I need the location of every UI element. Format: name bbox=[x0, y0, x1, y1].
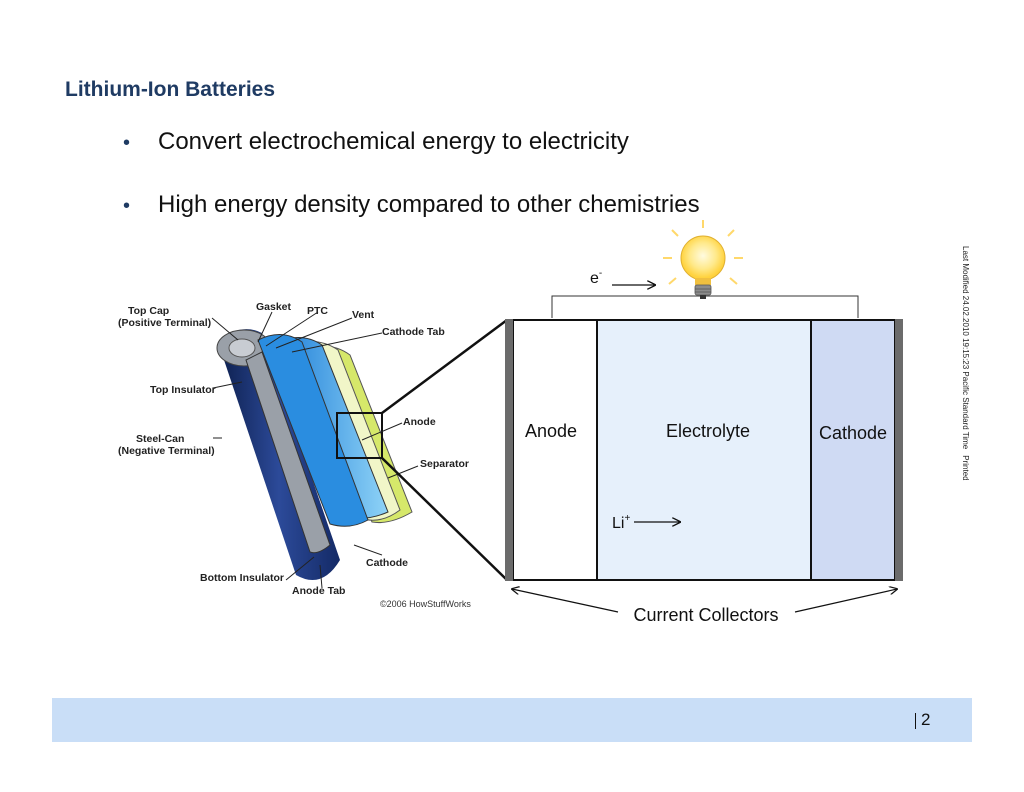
label-cathode: Cathode bbox=[366, 557, 408, 569]
collector-arrow-right bbox=[794, 589, 897, 613]
bullet-item: • High energy density compared to other c… bbox=[123, 191, 700, 219]
label-bottom-insulator: Bottom Insulator bbox=[200, 572, 284, 584]
cathode-label: Cathode bbox=[819, 423, 887, 443]
label-gasket: Gasket bbox=[256, 301, 292, 313]
anode-label: Anode bbox=[525, 421, 577, 441]
electrolyte-label: Electrolyte bbox=[666, 421, 750, 441]
circuit-wire bbox=[551, 295, 859, 318]
light-bulb-icon bbox=[663, 220, 743, 299]
bullet-item: • Convert electrochemical energy to elect… bbox=[123, 128, 629, 156]
collector-arrow-left bbox=[512, 589, 619, 613]
printed-text: Printed bbox=[961, 455, 970, 481]
last-modified-note: Last Modified 24.02.2010 19:15:23 Pacifi… bbox=[961, 246, 970, 481]
label-top-insulator: Top Insulator bbox=[150, 384, 216, 396]
zoom-connectors bbox=[381, 318, 508, 581]
current-collector-right bbox=[895, 319, 903, 581]
label-negative-terminal: (Negative Terminal) bbox=[118, 445, 215, 457]
label-cathode-tab: Cathode Tab bbox=[382, 326, 445, 338]
bullet-dot-icon: • bbox=[123, 195, 131, 217]
slide-title: Lithium-Ion Batteries bbox=[65, 78, 276, 101]
anode-region bbox=[512, 319, 598, 581]
page-number: 2 bbox=[921, 710, 931, 729]
label-top-cap: Top Cap bbox=[128, 305, 169, 317]
credit-text: ©2006 HowStuffWorks bbox=[380, 599, 471, 609]
cell-diagram: e- Anode Electrolyte Cathode Li+ Current… bbox=[505, 220, 903, 625]
bullet-text: High energy density compared to other ch… bbox=[158, 191, 700, 218]
zoom-box bbox=[336, 412, 383, 459]
label-ptc: PTC bbox=[307, 305, 328, 317]
label-vent: Vent bbox=[352, 309, 375, 321]
bullet-dot-icon: • bbox=[123, 132, 131, 154]
cathode-region bbox=[810, 319, 896, 581]
label-anode-tab: Anode Tab bbox=[292, 585, 345, 597]
battery-illustration: Top Cap (Positive Terminal) Gasket PTC V… bbox=[118, 301, 471, 609]
current-collector-left bbox=[505, 319, 513, 581]
footer-band bbox=[52, 698, 972, 742]
label-separator: Separator bbox=[420, 458, 469, 470]
bullet-text: Convert electrochemical energy to electr… bbox=[158, 128, 629, 155]
label-positive-terminal: (Positive Terminal) bbox=[118, 317, 211, 329]
last-modified-text: Last Modified 24.02.2010 19:15:23 Pacifi… bbox=[961, 246, 970, 450]
electron-label: e- bbox=[590, 268, 602, 287]
ion-label: Li+ bbox=[612, 513, 630, 532]
label-steel-can: Steel-Can bbox=[136, 433, 184, 445]
page-number-divider bbox=[915, 713, 916, 729]
label-anode: Anode bbox=[403, 416, 436, 428]
electrolyte-region bbox=[596, 319, 812, 581]
current-collectors-label: Current Collectors bbox=[633, 605, 778, 625]
